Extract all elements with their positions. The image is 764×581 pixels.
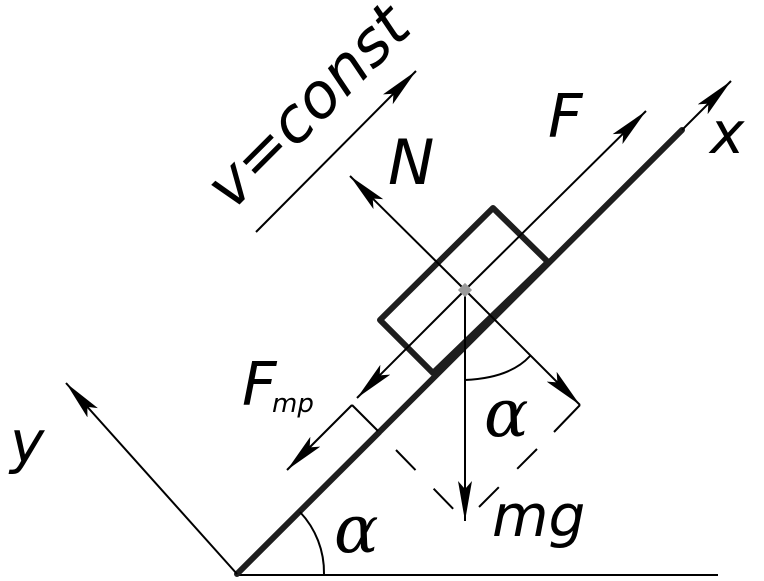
applied-force-label: F bbox=[548, 82, 584, 152]
y-axis-label: y bbox=[8, 408, 45, 476]
center-of-mass-marker bbox=[457, 282, 473, 298]
incline-surface bbox=[234, 127, 685, 577]
dashed-line-left bbox=[395, 449, 466, 522]
friction-subscript: mp bbox=[272, 389, 314, 419]
component-edge bbox=[553, 404, 581, 433]
dashed-line-right bbox=[464, 448, 538, 522]
incline-angle-label: α bbox=[334, 491, 379, 568]
x-axis-arrow bbox=[681, 80, 732, 131]
gravity-angle-arc bbox=[464, 355, 531, 381]
gravity-angle-label: α bbox=[484, 375, 529, 452]
friction-label: F bbox=[242, 350, 278, 420]
block bbox=[377, 205, 551, 376]
y-axis-arrow bbox=[65, 382, 238, 575]
velocity-arrow bbox=[255, 70, 417, 233]
normal-force-label: N bbox=[388, 126, 434, 199]
gravity-label: mg bbox=[492, 482, 585, 550]
incline-angle-arc bbox=[299, 511, 326, 575]
x-axis-label: x bbox=[708, 99, 745, 167]
friction-connector bbox=[351, 404, 379, 432]
normal-force-arrow bbox=[349, 175, 466, 291]
friction-arrow-upper bbox=[356, 289, 466, 399]
applied-force-arrow bbox=[464, 110, 647, 291]
gravity-normal-component-arrow bbox=[464, 289, 581, 406]
friction-component-arrow bbox=[286, 404, 353, 471]
